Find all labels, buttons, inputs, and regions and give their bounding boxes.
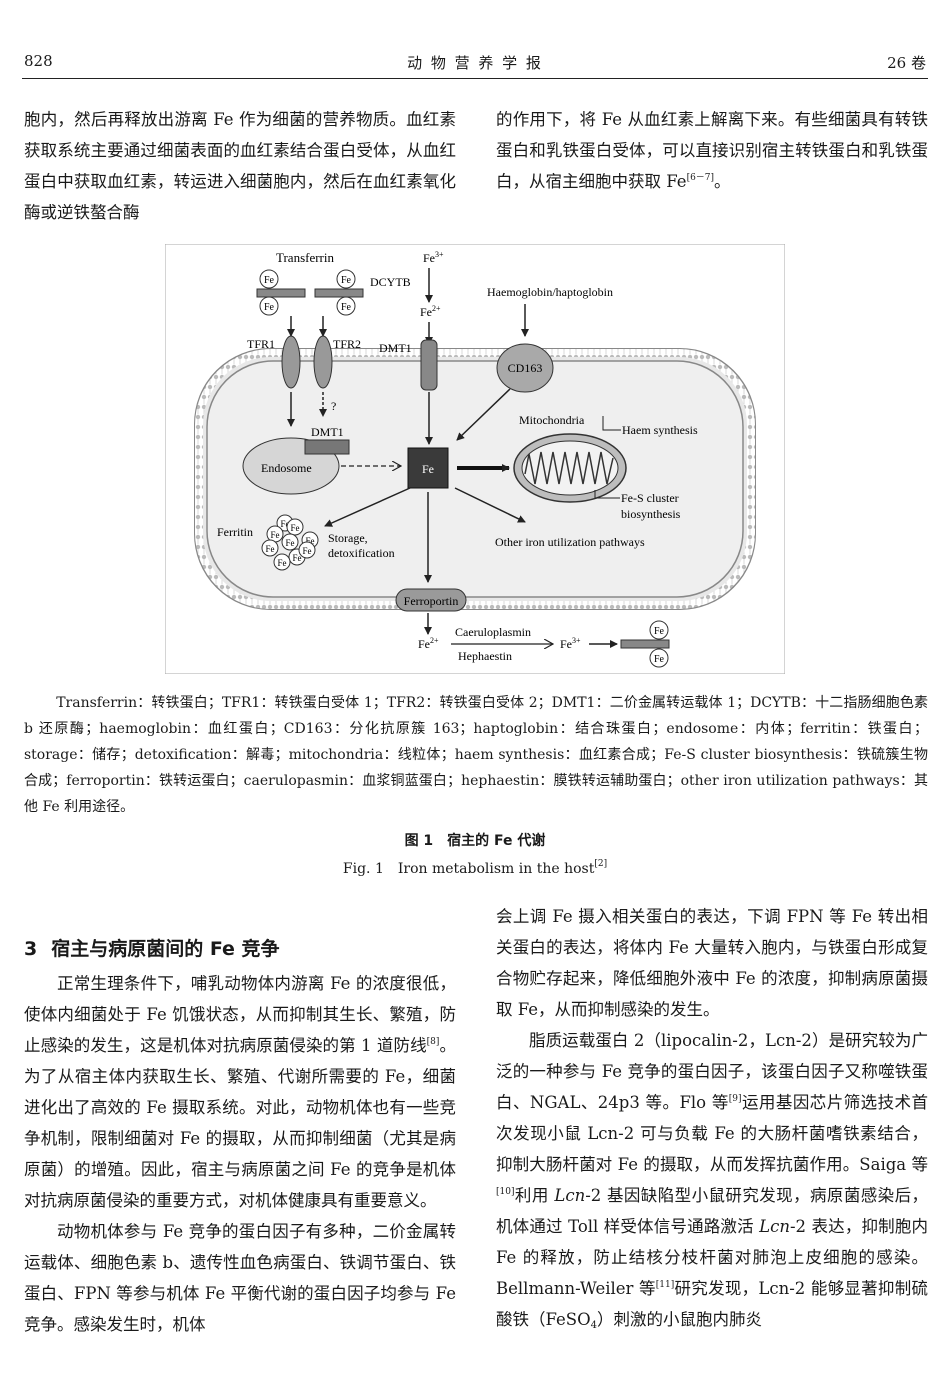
figure-iron-metabolism: Transferrin Fe Fe Fe Fe Fe3+ DCYTB Fe2+ … (164, 243, 786, 675)
text-run: 正常生理条件下，哺乳动物体内游离 Fe 的浓度很低，使体内细菌处于 Fe 饥饿状… (24, 974, 456, 1055)
storage-label: Storage, (328, 531, 368, 545)
ferritin-label: Ferritin (217, 525, 253, 539)
text-run: 脂质运载蛋白 2（lipocalin-2，Lcn-2）是研究较为广泛的一种参与 … (496, 1031, 928, 1112)
biosynthesis-label: biosynthesis (621, 507, 681, 521)
ferroportin-label: Ferroportin (404, 594, 459, 608)
fe-ion-label: Fe (306, 536, 315, 546)
dmt1-endosomal (304, 439, 350, 455)
text-run: 表达，抑制胞内 Fe 的释放，防止结核分枝杆菌对肺泡上皮细胞的感染。Bellma… (496, 1217, 928, 1298)
paragraph: 动物机体参与 Fe 竞争的蛋白因子有多种，二价金属转运载体、细胞色素 b、遗传性… (24, 1222, 456, 1334)
fe-ion-label: Fe (654, 654, 665, 665)
citation: [11] (655, 1280, 675, 1290)
endosome-label: Endosome (261, 461, 312, 475)
figure-caption-cn: 图 1 宿主的 Fe 代谢 (404, 833, 546, 849)
cytoplasm (206, 360, 744, 598)
paragraph: 会上调 Fe 摄入相关蛋白的表达，下调 FPN 等 Fe 转出相关蛋白的表达，将… (496, 907, 928, 1019)
lipid-bilayer (195, 349, 755, 609)
bottom-right-column: 会上调 Fe 摄入相关蛋白的表达，下调 FPN 等 Fe 转出相关蛋白的表达，将… (496, 901, 928, 1335)
question-mark: ? (331, 399, 336, 413)
ferritin-cluster: Fe Fe Fe Fe Fe Fe Fe Fe Fe (261, 514, 319, 571)
fe-pool (407, 447, 449, 489)
fe2-label: Fe2+ (420, 304, 441, 319)
section-number: 3 (24, 938, 38, 960)
hephaestin-label: Hephaestin (458, 649, 512, 663)
text-run: ）刺激的小鼠胞内肺炎 (597, 1310, 763, 1329)
paragraph: 的作用下，将 Fe 从血红素上解离下来。有些细菌具有转铁蛋白和乳铁蛋白受体，可以… (496, 104, 928, 197)
figure-legend: Transferrin：转铁蛋白；TFR1：转铁蛋白受体 1；TFR2：转铁蛋白… (24, 695, 928, 815)
citation: [9] (728, 1094, 742, 1104)
text-run: 基因缺陷型小鼠研究发现，病原菌感染后，机体通过 Toll 样受体信号通路激活 (496, 1186, 928, 1236)
gene-name: Lcn (759, 1217, 790, 1236)
caption-text: Fig. 1 Iron metabolism in the host (342, 861, 595, 877)
paragraph: 脂质运载蛋白 2（lipocalin-2，Lcn-2）是研究较为广泛的一种参与 … (496, 1025, 928, 1335)
tfr1-label: TFR1 (247, 337, 275, 351)
fe2-out-label: Fe2+ (418, 636, 439, 651)
transferrin-right: Fe Fe (314, 269, 364, 316)
transferrin-left: Fe Fe (256, 269, 306, 316)
dmt1-transporter (420, 339, 438, 391)
fe-pool-label: Fe (422, 462, 434, 476)
dcytb-label: DCYTB (370, 275, 411, 289)
citation: [8] (426, 1037, 440, 1047)
figure-caption-en: Fig. 1 Iron metabolism in the host[2] (0, 858, 950, 878)
tfr2-receptor (313, 335, 333, 389)
text-run: 运用基因芯片筛选技术首次发现小鼠 Lcn-2 可与负载 Fe 的大肠杆菌嗜铁素结… (496, 1093, 929, 1174)
tfr2-label: TFR2 (333, 337, 361, 351)
tfr1-receptor (281, 335, 301, 389)
fe-ion-label: Fe (271, 530, 280, 540)
citation: [10] (496, 1187, 515, 1197)
bottom-left-column: 3 宿主与病原菌间的 Fe 竞争 正常生理条件下，哺乳动物体内游离 Fe 的浓度很… (24, 934, 456, 1340)
haemoglobin-label: Haemoglobin/haptoglobin (487, 285, 613, 299)
text-run: 利用 (514, 1186, 555, 1205)
header-rule (22, 78, 928, 79)
fes-cluster-label: Fe-S cluster (621, 491, 679, 505)
fe-ion-label: Fe (264, 302, 275, 313)
fe3-label: Fe3+ (423, 250, 444, 265)
gene-name: Lcn (554, 1186, 586, 1205)
citation: [6－7] (686, 173, 715, 183)
text-run: 。为了从宿主体内获取生长、繁殖、代谢所需要的 Fe，细菌进化出了高效的 Fe 摄… (24, 1036, 456, 1210)
figure-diagram: Transferrin Fe Fe Fe Fe Fe3+ DCYTB Fe2+ … (164, 243, 786, 675)
caeruloplasmin-label: Caeruloplasmin (455, 625, 531, 639)
fe-ion-label: Fe (281, 519, 290, 529)
transferrin-label: Transferrin (276, 250, 335, 265)
fe-ion-label: Fe (264, 275, 275, 286)
fe-ion-label: Fe (291, 523, 300, 533)
section-title: 宿主与病原菌间的 Fe 竞争 (51, 938, 280, 960)
mitochondria-label: Mitochondria (519, 413, 585, 427)
cd163-receptor (496, 343, 554, 393)
transferrin-loaded: Fe Fe (620, 620, 670, 668)
detox-label: detoxification (328, 546, 395, 560)
volume-label: 26 卷 (887, 54, 926, 72)
section-heading: 3 宿主与病原菌间的 Fe 竞争 (24, 934, 456, 965)
fe-ion-label: Fe (286, 538, 295, 548)
top-right-column: 的作用下，将 Fe 从血红素上解离下来。有些细菌具有转铁蛋白和乳铁蛋白受体，可以… (496, 104, 928, 197)
fe3-out-label: Fe3+ (560, 636, 581, 651)
fe-ion-label: Fe (303, 546, 312, 556)
subscript: 4 (590, 1320, 598, 1331)
haem-synthesis-label: Haem synthesis (622, 423, 698, 437)
top-left-column: 胞内，然后再释放出游离 Fe 作为细菌的营养物质。血红素获取系统主要通过细菌表面… (24, 104, 456, 228)
text-run: -2 (789, 1217, 807, 1236)
text-run: -2 (585, 1186, 602, 1205)
journal-title: 动 物 营 养 学 报 (407, 54, 543, 72)
paragraph: 胞内，然后再释放出游离 Fe 作为细菌的营养物质。血红素获取系统主要通过细菌表面… (24, 110, 456, 222)
paragraph: 正常生理条件下，哺乳动物体内游离 Fe 的浓度很低，使体内细菌处于 Fe 饥饿状… (24, 968, 456, 1216)
fe-ion-label: Fe (654, 626, 665, 637)
page-number: 828 (24, 52, 53, 70)
dmt1-label: DMT1 (379, 341, 412, 355)
text-run: 的作用下，将 Fe 从血红素上解离下来。有些细菌具有转铁蛋白和乳铁蛋白受体，可以… (496, 110, 928, 191)
citation: [2] (594, 859, 608, 869)
ferroportin (395, 588, 467, 612)
fe-ion-label: Fe (293, 553, 302, 563)
fe-ion-label: Fe (278, 558, 287, 568)
fe-ion-label: Fe (266, 544, 275, 554)
fe-ion-label: Fe (341, 275, 352, 286)
text-run: 。 (714, 172, 731, 191)
text-run: 研究发现，Lcn-2 能够显著抑制硫酸铁（FeSO (496, 1279, 928, 1329)
cd163-label: CD163 (508, 361, 543, 375)
dmt1-inner-label: DMT1 (311, 425, 344, 439)
fe-ion-label: Fe (341, 302, 352, 313)
other-pathways-label: Other iron utilization pathways (495, 535, 645, 549)
